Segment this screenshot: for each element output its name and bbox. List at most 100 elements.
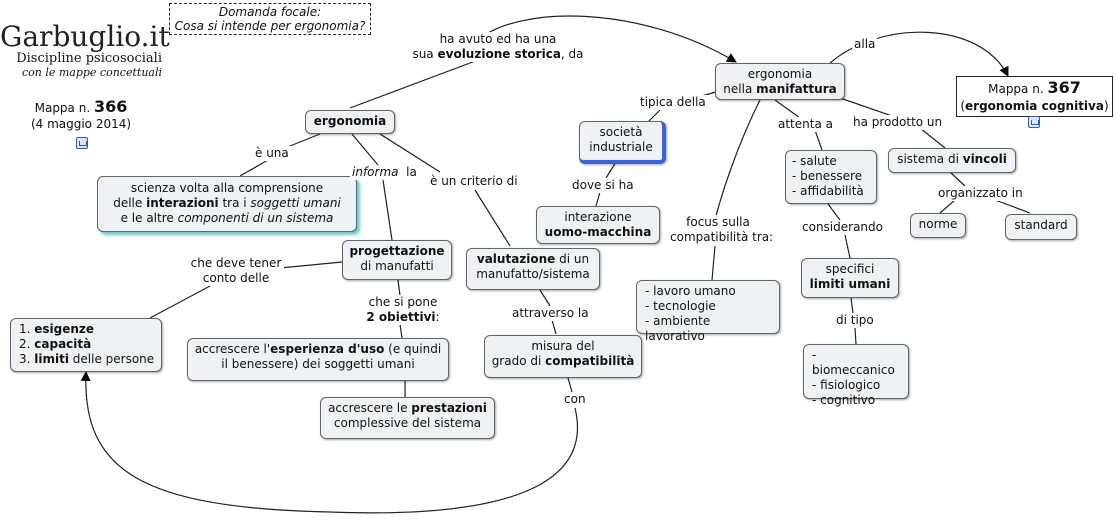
node-esperienza[interactable]: accrescere l'esperienza d'uso (e quindi …	[187, 338, 449, 381]
node-progettazione[interactable]: progettazione di manufatti	[342, 240, 452, 280]
node-salute-item2: - benessere	[792, 169, 863, 183]
focal-question-title: Domanda focale:	[218, 5, 322, 19]
link-label-chedeve: che deve tener conto delle	[188, 256, 284, 286]
node-salute[interactable]: - salute - benessere - affidabilità	[785, 150, 877, 204]
node-lavoro[interactable]: - lavoro umano - tecnologie - ambiente l…	[636, 280, 780, 343]
edge-ergonomia-informa	[351, 133, 379, 166]
edge-focus-lavoro	[711, 245, 716, 281]
edge-chesipone-esperienza	[399, 323, 403, 339]
node-lavoro-item2: - tecnologie	[645, 299, 716, 313]
node-interazione-line1: interazione	[564, 210, 632, 224]
node-esperienza-line1: accrescere l'esperienza d'uso (e quindi	[194, 342, 442, 356]
edge-ergonomia-criterio	[379, 133, 441, 173]
linked-map-icon[interactable]	[1028, 116, 1040, 128]
node-prestazioni-line1: accrescere le prestazioni	[328, 401, 487, 415]
edge-valutazione-attraverso	[539, 289, 551, 307]
link-label-ditipo: di tipo	[834, 313, 876, 328]
node-specifici[interactable]: specifici limiti umani	[801, 258, 899, 298]
node-misura-line1: misura del	[531, 339, 595, 353]
node-esigenze[interactable]: 1. esigenze 2. capacità 3. limiti delle …	[10, 318, 162, 372]
edge-salute-considerando	[827, 203, 841, 221]
node-ergonomia-label: ergonomia	[313, 114, 387, 128]
node-salute-item1: - salute	[792, 154, 837, 168]
edge-societa-dove	[605, 161, 617, 179]
link-label-chesipone: che si pone 2 obiettivi:	[360, 295, 446, 325]
node-interazione-line2: uomo-macchina	[544, 225, 652, 239]
edge-manifattura-focus	[714, 99, 761, 221]
edge-evoluzione-manifattura	[477, 15, 737, 63]
link-label-con: con	[562, 392, 588, 407]
node-valutazione-line2: manufatto/sistema	[476, 267, 590, 281]
brand-subtitle: Discipline psicosociali	[16, 51, 162, 66]
node-manifattura-line2: nella manifattura	[723, 82, 837, 96]
node-manifattura[interactable]: ergonomia nella manifattura	[715, 63, 845, 100]
link-label-attenta: attenta a	[776, 117, 835, 132]
edge-misura-con	[567, 377, 573, 393]
node-lavoro-item1: - lavoro umano	[645, 284, 736, 298]
node-valutazione[interactable]: valutazione di un manufatto/sistema	[466, 248, 600, 290]
link-label-criterio: è un criterio di	[428, 174, 520, 189]
linked-map-box[interactable]: Mappa n. 367 (ergonomia cognitiva)	[956, 76, 1113, 117]
edge-manifattura-attenta	[774, 99, 801, 119]
node-scienza-line1: scienza volta alla comprensione	[130, 181, 324, 195]
edge-progettazione-chesipone	[397, 279, 401, 297]
node-scienza-line3: e le altre componenti di un sistema	[120, 211, 334, 225]
node-esigenze-item3: 3. limiti delle persone	[19, 352, 155, 366]
link-label-prodotto: ha prodotto un	[851, 115, 945, 130]
link-label-focus: focus sulla compatibilità tra:	[668, 215, 774, 245]
link-label-attraverso: attraverso la	[510, 306, 591, 321]
edge-organizzato-standard	[994, 199, 1031, 214]
node-societa-line1: società	[599, 125, 643, 139]
edge-progettazione-chedeve	[279, 261, 343, 269]
link-label-euna: è una	[253, 146, 291, 161]
edge-attraverso-misura	[551, 319, 557, 335]
link-label-informa: informa la	[350, 165, 419, 180]
focal-question-text: Cosa si intende per ergonomia?	[174, 19, 366, 33]
link-label-alla: alla	[852, 37, 878, 52]
edge-dove-interazione	[595, 191, 601, 207]
edge-chedeve-esigenze	[149, 285, 211, 319]
linked-map-number: 367	[1047, 78, 1081, 97]
link-label-organizzato: organizzato in	[936, 186, 1025, 201]
node-manifattura-line1: ergonomia	[747, 67, 813, 81]
node-vincoli[interactable]: sistema di vincoli	[888, 148, 1016, 173]
edge-ergonomia-evoluzione	[349, 59, 479, 109]
link-label-dove: dove si ha	[570, 178, 636, 193]
node-vincoli-prefix: sistema di	[897, 152, 963, 166]
map-number-value: 366	[93, 97, 128, 116]
node-norme[interactable]: norme	[910, 213, 966, 238]
edge-prodotto-vincoli	[919, 127, 946, 149]
edge-vincoli-organizzato	[949, 171, 966, 187]
node-valutazione-line1: valutazione di un	[476, 252, 590, 266]
linked-map-paren-close: )	[1103, 99, 1109, 113]
node-standard[interactable]: standard	[1005, 214, 1077, 240]
edge-criterio-valutazione	[474, 189, 511, 247]
node-prestazioni-line2: complessive del sistema	[333, 416, 482, 430]
node-misura[interactable]: misura del grado di compatibilità	[484, 335, 642, 378]
node-prestazioni[interactable]: accrescere le prestazioni complessive de…	[320, 397, 495, 439]
node-bio-item2: - fisiologico	[812, 378, 881, 392]
map-number-prefix: Mappa n.	[34, 101, 91, 115]
link-label-considerando: considerando	[800, 220, 885, 235]
focal-question: Domanda focale: Cosa si intende per ergo…	[169, 3, 371, 35]
map-date: (4 maggio 2014)	[30, 117, 132, 131]
map-link-icon[interactable]	[76, 137, 88, 149]
node-ergonomia[interactable]: ergonomia	[305, 110, 395, 134]
node-bio-item3: - cognitivo	[812, 393, 876, 407]
node-societa[interactable]: società industriale	[579, 121, 666, 164]
brand-tagline: con le mappe concettuali	[21, 66, 162, 79]
edge-informa-progettazione	[382, 179, 393, 241]
edge-ditipo-bio	[854, 327, 857, 345]
node-norme-label: norme	[918, 217, 958, 231]
node-esigenze-item2: 2. capacità	[19, 337, 92, 351]
node-interazione[interactable]: interazione uomo-macchina	[536, 206, 660, 244]
node-bio-item1: - biomeccanico	[812, 348, 895, 377]
node-bio[interactable]: - biomeccanico - fisiologico - cognitivo	[803, 344, 909, 407]
node-scienza-line2: delle interazioni tra i soggetti umani	[113, 196, 341, 210]
node-scienza[interactable]: scienza volta alla comprensione delle in…	[97, 176, 357, 232]
brand-logo: Garbuglio.it	[0, 20, 170, 53]
node-vincoli-label: vincoli	[962, 152, 1007, 166]
node-specifici-line1: specifici	[825, 262, 875, 276]
node-esperienza-line2: il benessere) dei soggetti umani	[221, 357, 415, 371]
